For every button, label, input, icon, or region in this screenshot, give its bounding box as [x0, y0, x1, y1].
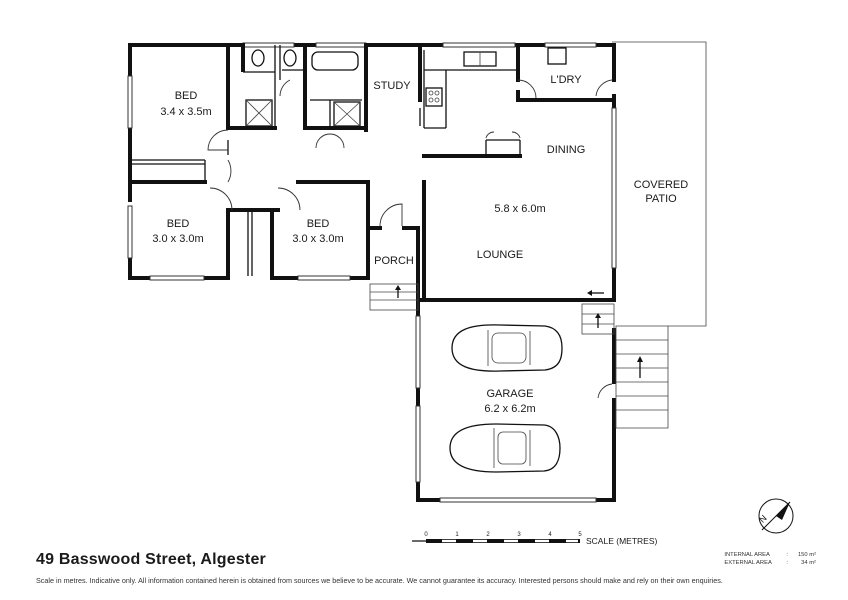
room-labels: BED 3.4 x 3.5m BED 3.0 x 3.0m BED 3.0 x …: [152, 74, 688, 415]
car-top: [451, 324, 563, 372]
garage-size-label: 6.2 x 6.2m: [484, 403, 535, 415]
external-area-row: EXTERNAL AREA : 34 m²: [724, 560, 816, 566]
study-label: STUDY: [373, 80, 411, 92]
garage-steps: [581, 290, 615, 335]
internal-area-value: 150 m²: [797, 552, 816, 558]
scale-tick-3: 3: [517, 532, 521, 538]
patio-label-line1: COVERED: [634, 179, 688, 191]
scale-tick-4: 4: [548, 532, 552, 538]
area-summary: INTERNAL AREA : 150 m² EXTERNAL AREA : 3…: [724, 551, 816, 567]
floor-plan: BED 3.4 x 3.5m BED 3.0 x 3.0m BED 3.0 x …: [127, 41, 794, 546]
doors: [207, 79, 613, 399]
address-title: 49 Basswood Street, Algester: [36, 551, 266, 568]
bed1-size-label: 3.4 x 3.5m: [160, 106, 211, 118]
lounge-size-label: 5.8 x 6.0m: [494, 203, 545, 215]
scale-tick-5: 5: [578, 532, 582, 538]
patio-label-line2: PATIO: [645, 193, 677, 205]
scale-label: SCALE (METRES): [586, 536, 657, 546]
laundry-label: L'DRY: [550, 74, 582, 86]
porch-label: PORCH: [374, 255, 414, 267]
disclaimer: Scale in metres. Indicative only. All in…: [36, 576, 723, 585]
bed3-name-label: BED: [307, 218, 330, 230]
bed2-name-label: BED: [167, 218, 190, 230]
internal-area-label: INTERNAL AREA: [724, 552, 770, 558]
garage-label: GARAGE: [486, 388, 533, 400]
scale-tick-0: 0: [424, 532, 428, 538]
internal-walls: [128, 43, 616, 302]
bed3-size-label: 3.0 x 3.0m: [292, 233, 343, 245]
car-bottom: [449, 423, 561, 473]
patio-steps: [615, 325, 669, 429]
external-area-value: 34 m²: [801, 560, 816, 566]
scale-bar: 0 1 2 3 4 5 SCALE (METRES): [412, 532, 657, 546]
bed2-size-label: 3.0 x 3.0m: [152, 233, 203, 245]
compass-north-letter: N: [757, 513, 769, 525]
lounge-label: LOUNGE: [477, 249, 523, 261]
internal-area-row: INTERNAL AREA : 150 m²: [724, 552, 816, 558]
compass: N: [757, 498, 794, 534]
external-area-label: EXTERNAL AREA: [724, 560, 772, 566]
windows: [127, 42, 617, 503]
fixtures: [245, 47, 567, 127]
covered-patio-outline: [612, 41, 707, 327]
dining-label: DINING: [547, 144, 586, 156]
porch-steps: [369, 283, 419, 311]
scale-tick-2: 2: [486, 532, 490, 538]
scale-tick-1: 1: [455, 532, 459, 538]
bed1-name-label: BED: [175, 90, 198, 102]
